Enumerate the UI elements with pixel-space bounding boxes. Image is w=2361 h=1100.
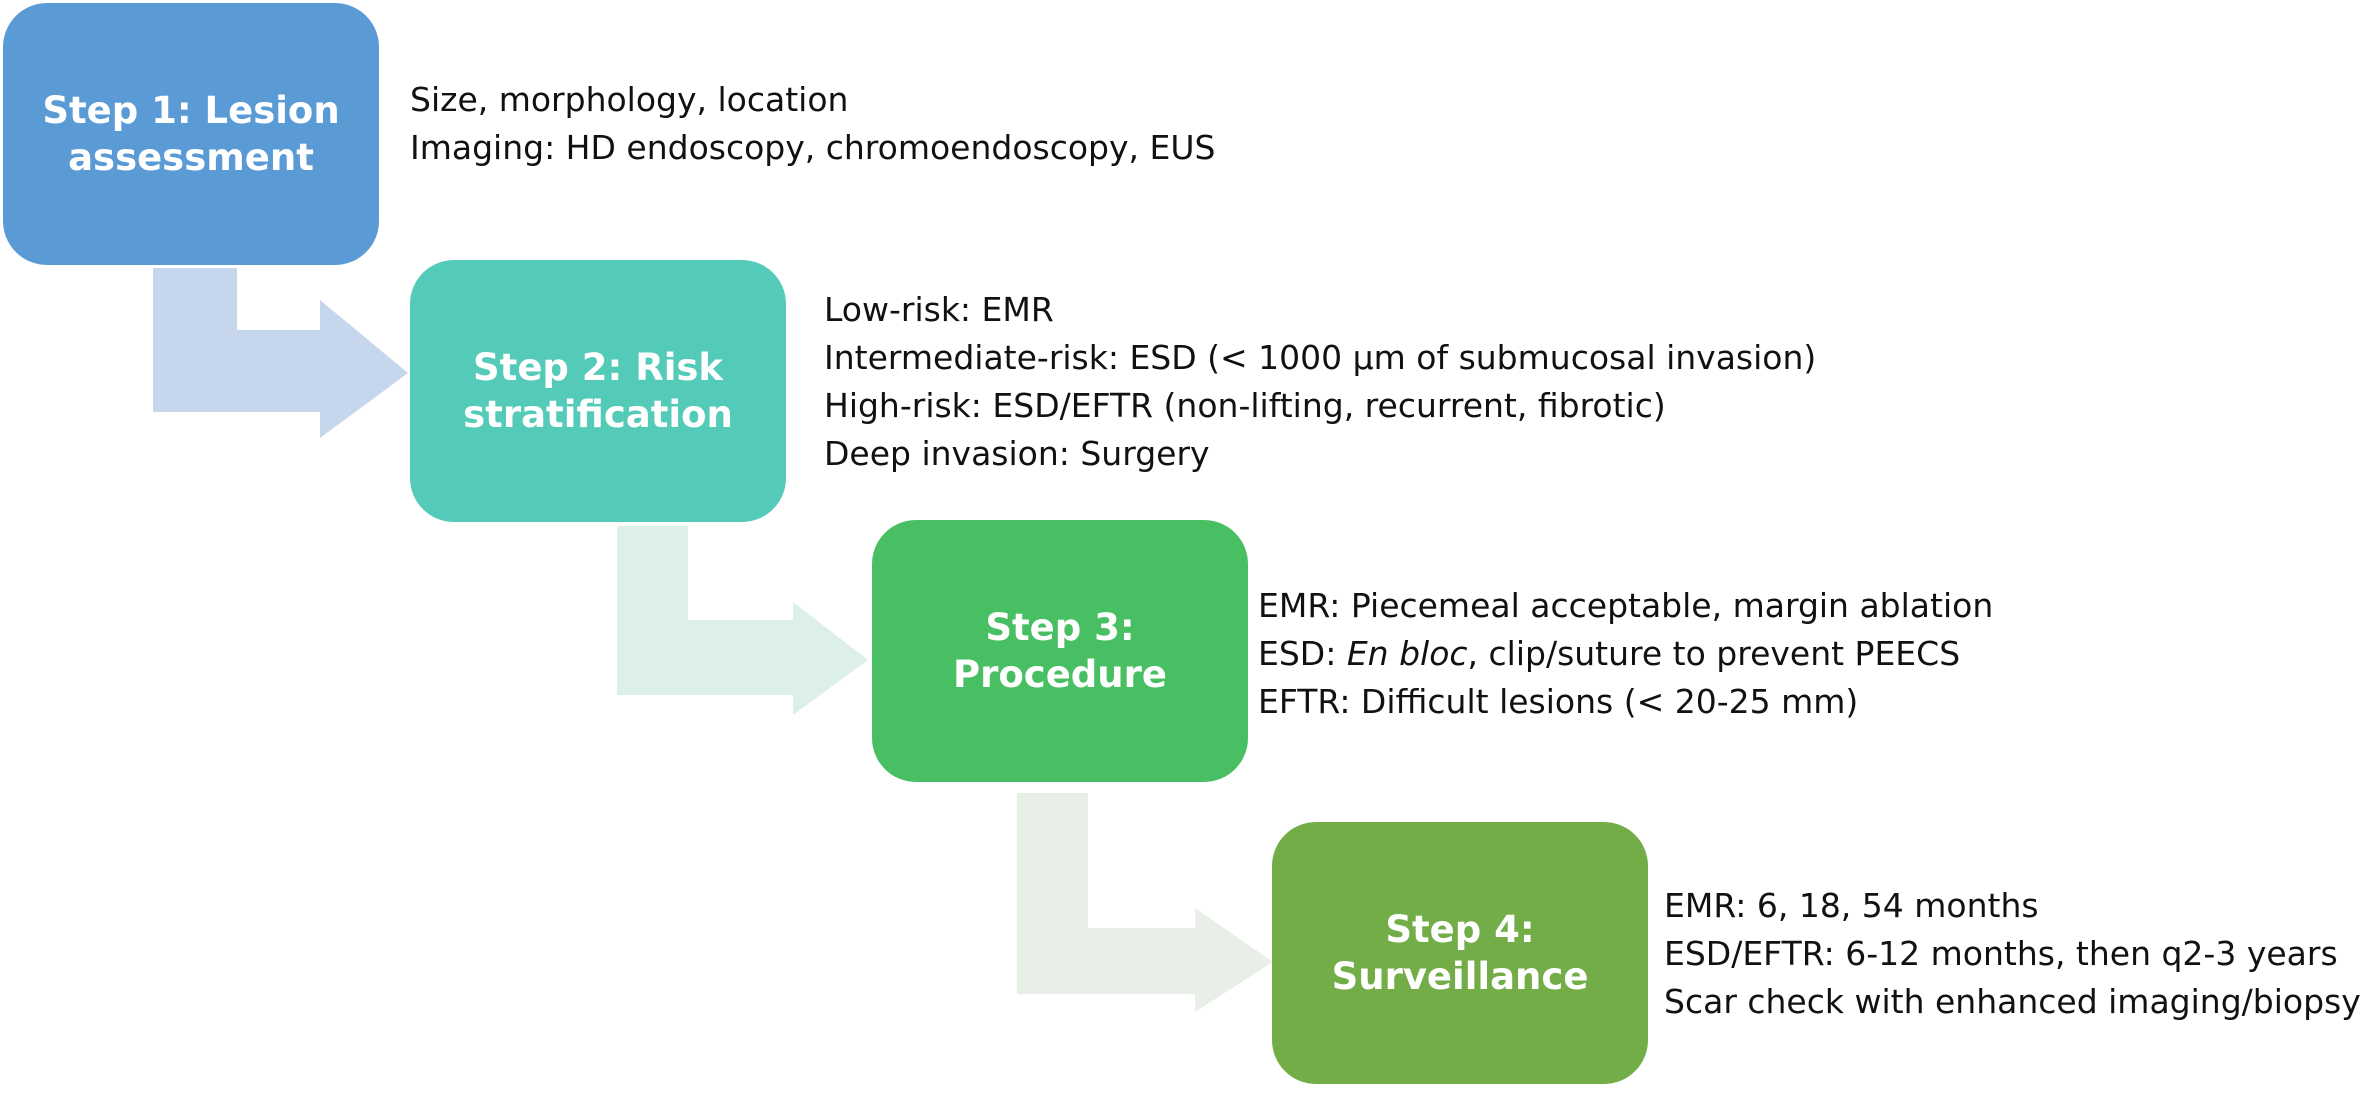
step-4-title: Step 4: Surveillance bbox=[1331, 908, 1589, 998]
step-3-notes: EMR: Piecemeal acceptable, margin ablati… bbox=[1258, 582, 1993, 726]
step-3-note: EFTR: Difficult lesions (< 20-25 mm) bbox=[1258, 682, 1859, 721]
step-2-note: High-risk: ESD/EFTR (non-lifting, recurr… bbox=[824, 386, 1666, 425]
step-3-box: Step 3: Procedure bbox=[872, 520, 1248, 782]
step-2-title: Step 2: Risk stratification bbox=[463, 346, 733, 436]
connector-arrow-1 bbox=[153, 268, 1273, 1012]
step-2-box: Step 2: Risk stratification bbox=[410, 260, 786, 522]
step-3-note: ESD: En bloc, clip/suture to prevent PEE… bbox=[1258, 634, 1961, 673]
step-2-note: Intermediate-risk: ESD (< 1000 µm of sub… bbox=[824, 338, 1817, 377]
step-4-note: Scar check with enhanced imaging/biopsy bbox=[1664, 982, 2361, 1021]
step-4-note: ESD/EFTR: 6-12 months, then q2-3 years bbox=[1664, 934, 2338, 973]
step-2-notes: Low-risk: EMR Intermediate-risk: ESD (< … bbox=[824, 286, 1816, 478]
step-3-note: EMR: Piecemeal acceptable, margin ablati… bbox=[1258, 586, 1994, 625]
step-4-box: Step 4: Surveillance bbox=[1272, 822, 1648, 1084]
step-4-notes: EMR: 6, 18, 54 months ESD/EFTR: 6-12 mon… bbox=[1664, 882, 2361, 1026]
step-1-note: Size, morphology, location bbox=[410, 80, 849, 119]
step-2-note: Low-risk: EMR bbox=[824, 290, 1054, 329]
step-4-note: EMR: 6, 18, 54 months bbox=[1664, 886, 2039, 925]
step-2-note: Deep invasion: Surgery bbox=[824, 434, 1210, 473]
step-3-title: Step 3: Procedure bbox=[953, 606, 1167, 696]
step-1-title: Step 1: Lesion assessment bbox=[42, 89, 340, 179]
step-1-notes: Size, morphology, location Imaging: HD e… bbox=[410, 76, 1215, 172]
step-1-note: Imaging: HD endoscopy, chromoendoscopy, … bbox=[410, 128, 1216, 167]
step-1-box: Step 1: Lesion assessment bbox=[3, 3, 379, 265]
